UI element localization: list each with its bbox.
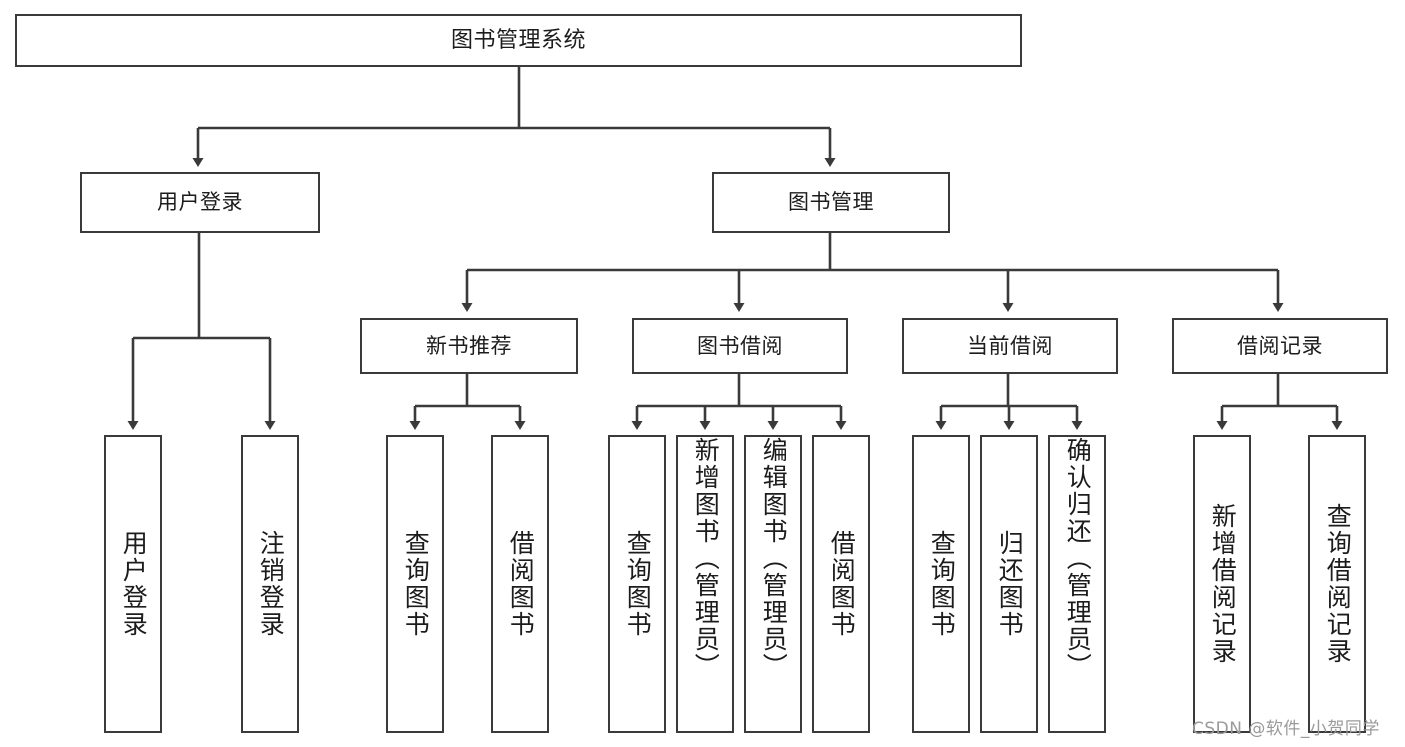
node-leaf-confirm-return[interactable]: 确认归还（管理员） bbox=[1048, 435, 1106, 733]
node-leaf-query-book-2[interactable]: 查询图书 bbox=[608, 435, 666, 733]
node-leaf-add-record-label: 新增借阅记录 bbox=[1208, 503, 1238, 665]
node-new-book-recommend[interactable]: 新书推荐 bbox=[360, 318, 578, 374]
node-root-system[interactable]: 图书管理系统 bbox=[15, 14, 1022, 67]
node-leaf-confirm-return-label: 确认归还（管理员） bbox=[1063, 437, 1093, 680]
node-leaf-borrow-book-2[interactable]: 借阅图书 bbox=[812, 435, 870, 733]
node-leaf-edit-book-label: 编辑图书（管理员） bbox=[759, 437, 789, 680]
node-leaf-borrow-book-1[interactable]: 借阅图书 bbox=[491, 435, 549, 733]
node-leaf-borrow-book-1-label: 借阅图书 bbox=[506, 530, 536, 638]
node-book-borrow-label: 图书借阅 bbox=[697, 333, 783, 358]
node-leaf-return-book[interactable]: 归还图书 bbox=[980, 435, 1038, 733]
node-leaf-user-login[interactable]: 用户登录 bbox=[104, 435, 162, 733]
node-leaf-add-book-label: 新增图书（管理员） bbox=[691, 437, 721, 680]
node-leaf-query-book-3[interactable]: 查询图书 bbox=[912, 435, 970, 733]
node-leaf-logout-login-label: 注销登录 bbox=[256, 530, 286, 638]
node-leaf-query-book-1[interactable]: 查询图书 bbox=[386, 435, 444, 733]
node-leaf-add-book[interactable]: 新增图书（管理员） bbox=[676, 435, 734, 733]
node-current-borrow[interactable]: 当前借阅 bbox=[902, 318, 1118, 374]
node-book-management[interactable]: 图书管理 bbox=[712, 172, 950, 233]
node-leaf-logout-login[interactable]: 注销登录 bbox=[241, 435, 299, 733]
node-leaf-add-record[interactable]: 新增借阅记录 bbox=[1193, 435, 1251, 733]
node-leaf-borrow-book-2-label: 借阅图书 bbox=[827, 530, 857, 638]
node-borrow-record[interactable]: 借阅记录 bbox=[1172, 318, 1388, 374]
node-current-borrow-label: 当前借阅 bbox=[967, 333, 1053, 358]
node-leaf-query-record[interactable]: 查询借阅记录 bbox=[1308, 435, 1366, 733]
node-leaf-query-book-2-label: 查询图书 bbox=[623, 530, 653, 638]
node-new-book-recommend-label: 新书推荐 bbox=[426, 333, 512, 358]
node-leaf-query-record-label: 查询借阅记录 bbox=[1323, 503, 1353, 665]
node-leaf-user-login-label: 用户登录 bbox=[119, 530, 149, 638]
node-leaf-query-book-1-label: 查询图书 bbox=[401, 530, 431, 638]
node-leaf-edit-book[interactable]: 编辑图书（管理员） bbox=[744, 435, 802, 733]
csdn-watermark: CSDN @软件_小贺同学 bbox=[1192, 719, 1380, 739]
node-borrow-record-label: 借阅记录 bbox=[1237, 333, 1323, 358]
node-book-borrow[interactable]: 图书借阅 bbox=[632, 318, 848, 374]
node-leaf-return-book-label: 归还图书 bbox=[995, 530, 1025, 638]
node-book-management-label: 图书管理 bbox=[788, 190, 874, 215]
node-user-login[interactable]: 用户登录 bbox=[80, 172, 320, 233]
node-root-system-label: 图书管理系统 bbox=[450, 27, 586, 53]
node-leaf-query-book-3-label: 查询图书 bbox=[927, 530, 957, 638]
node-user-login-label: 用户登录 bbox=[157, 190, 243, 215]
